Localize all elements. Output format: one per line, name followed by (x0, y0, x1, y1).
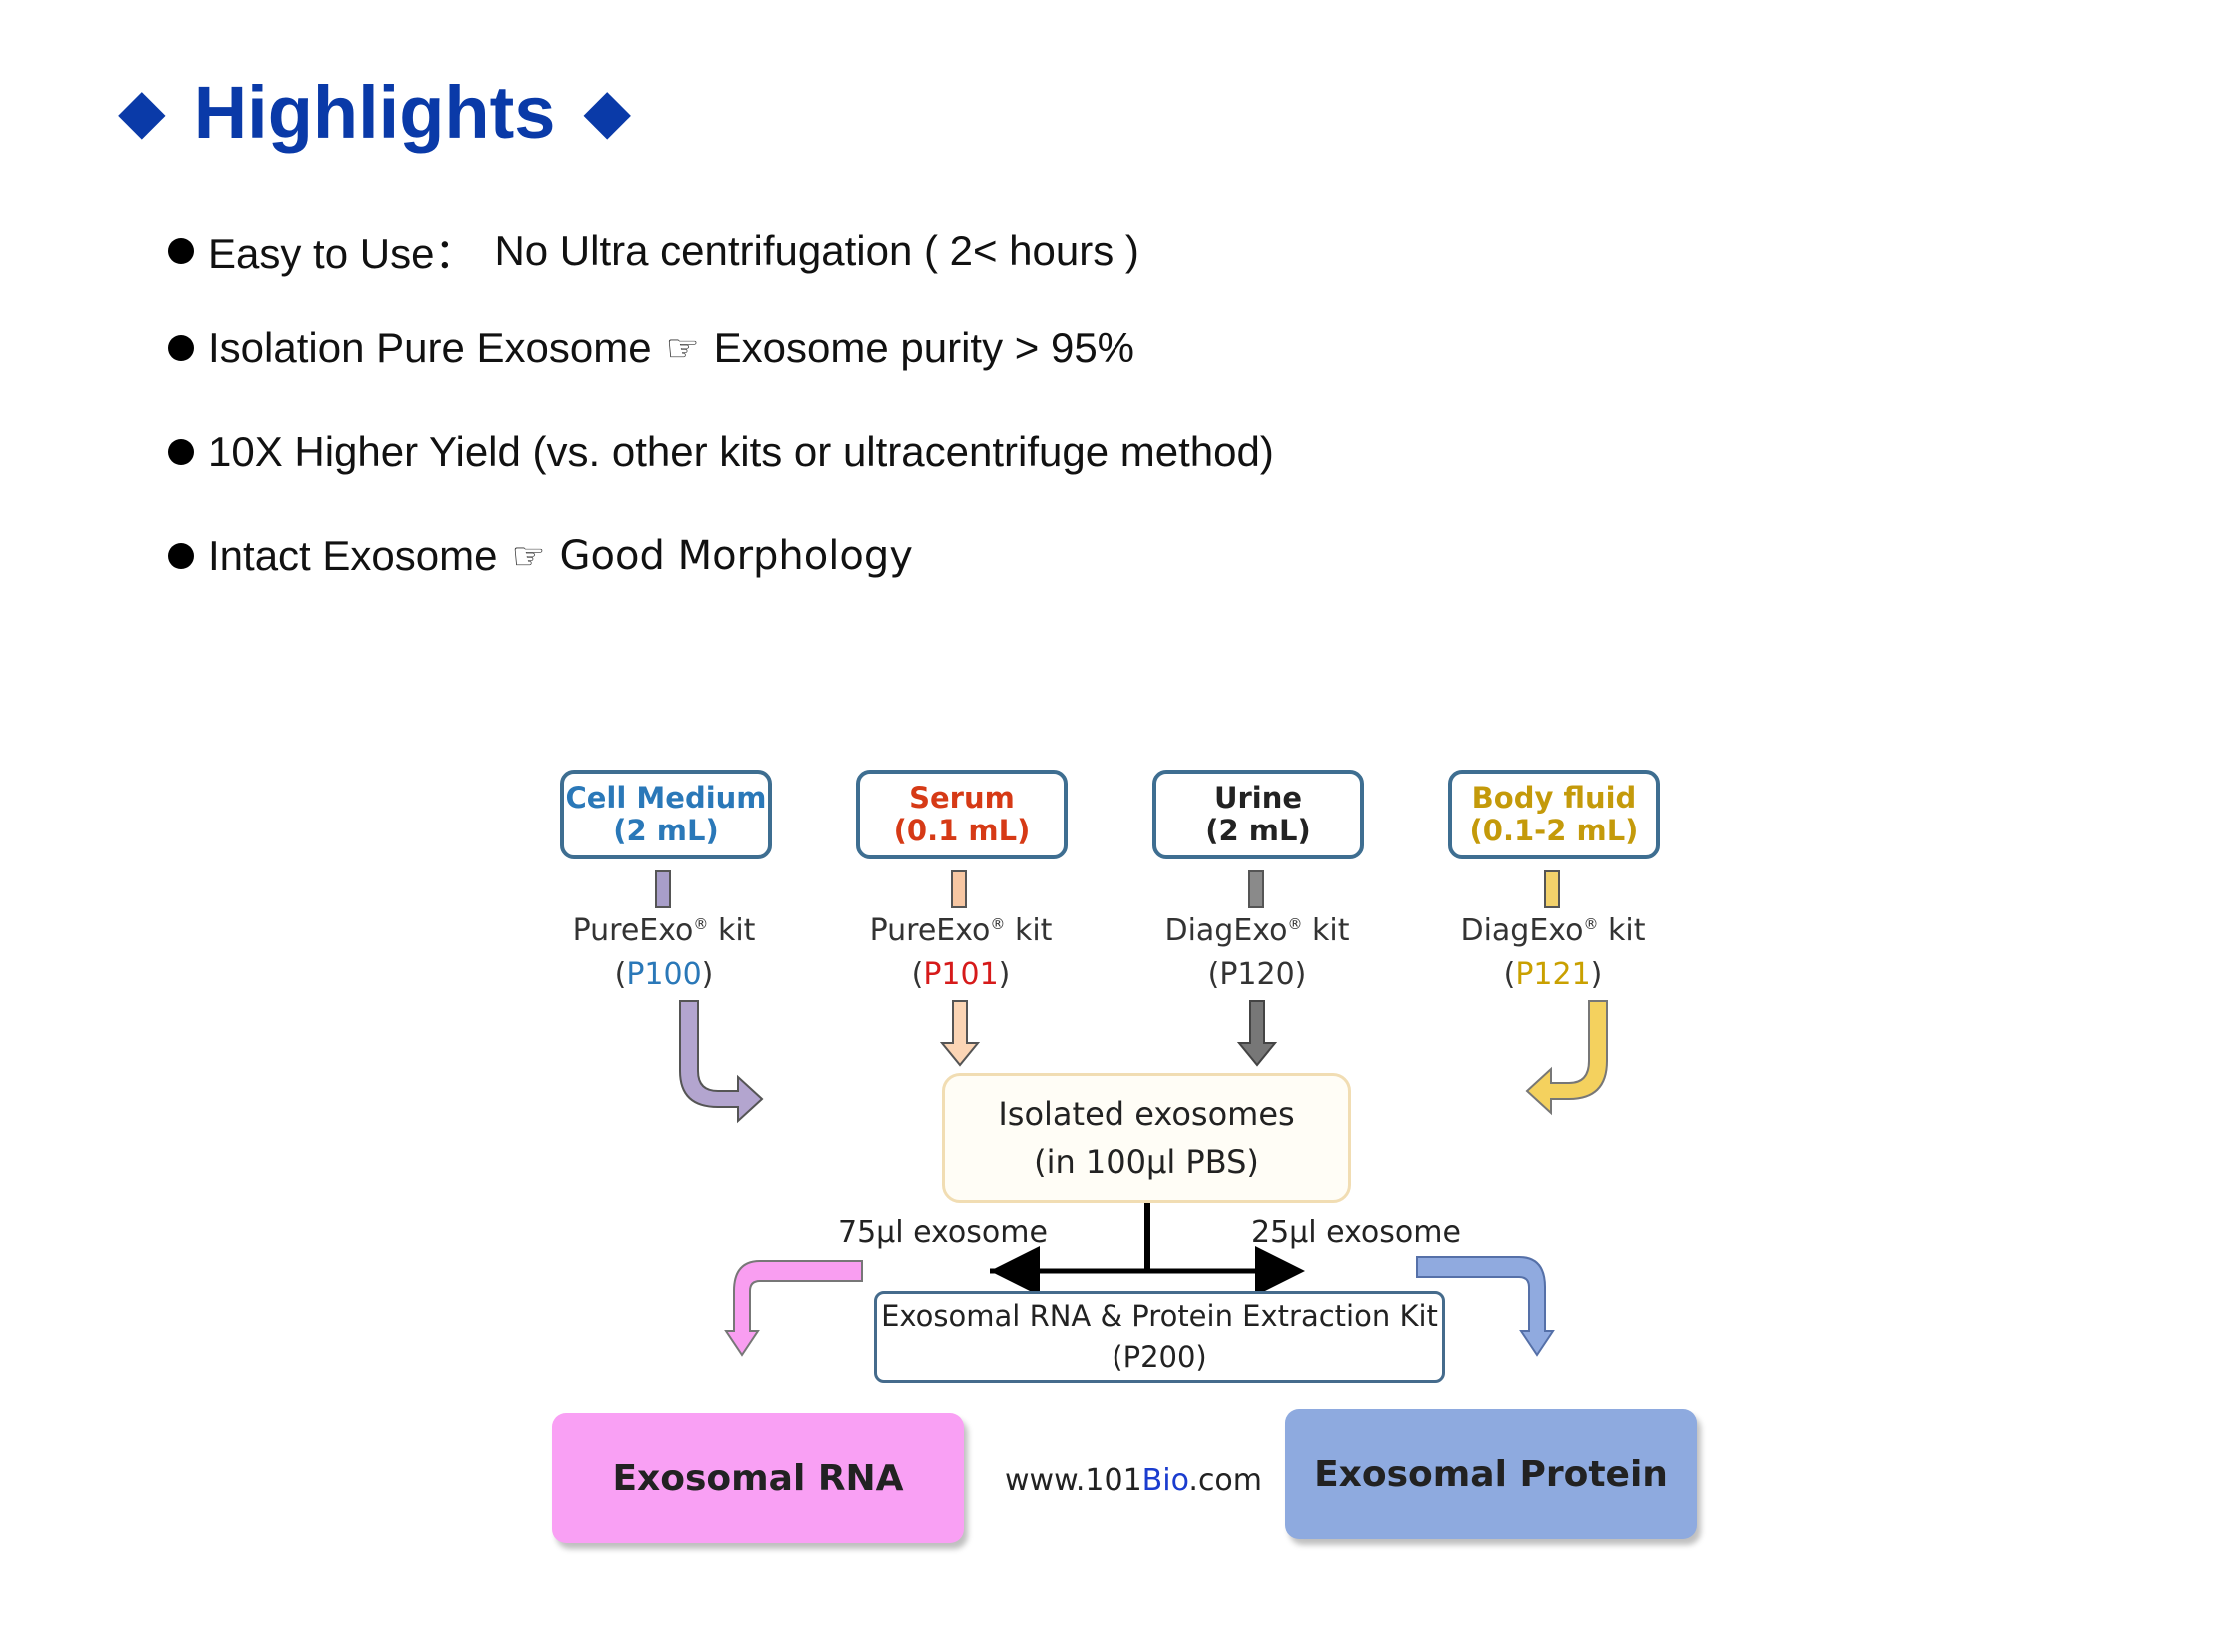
kit-label-p100: PureExo® kit (P100) (544, 909, 784, 996)
highlight-lead: 10X Higher Yield (vs. other kits or ultr… (208, 428, 1274, 475)
kit-suffix: kit (1302, 913, 1350, 948)
output-rna-box: Exosomal RNA (552, 1413, 964, 1543)
paren: ) (1294, 956, 1307, 992)
highlight-item-easy: Easy to Use： No Ultra centrifugation ( 2… (168, 220, 1139, 281)
tube-icon (655, 870, 671, 908)
paren: ) (1590, 956, 1603, 992)
highlight-lead: Easy to Use： (208, 230, 477, 277)
paren: ( (1207, 956, 1220, 992)
kit-suffix: kit (1598, 913, 1646, 948)
highlight-detail: No Ultra centrifugation ( 2< hours ) (494, 226, 1139, 274)
kit-label-p101: PureExo® kit (P101) (841, 909, 1081, 996)
output-protein-label: Exosomal Protein (1314, 1453, 1668, 1495)
source-box-urine: Urine (2 mL) (1152, 770, 1364, 859)
curved-arrow-icon (679, 1000, 764, 1124)
source-box-cell-medium: Cell Medium (2 mL) (560, 770, 772, 859)
diagram-connectors (655, 870, 1608, 1357)
kit-code: P120 (1219, 956, 1295, 992)
workflow-diagram: Cell Medium (2 mL) Serum (0.1 mL) Urine … (552, 752, 1709, 1571)
isolated-line1: Isolated exosomes (998, 1095, 1295, 1133)
bullet-dot-icon (168, 237, 194, 264)
output-protein-box: Exosomal Protein (1285, 1409, 1697, 1539)
kit-suffix: kit (1005, 913, 1053, 948)
highlight-item-yield: 10X Higher Yield (vs. other kits or ultr… (168, 428, 1274, 476)
kit-label-p120: DiagExo® kit (P120) (1137, 909, 1377, 996)
page-title: ◆ Highlights ◆ (118, 62, 631, 162)
source-name: Cell Medium (565, 780, 767, 815)
title-text: Highlights (193, 70, 556, 154)
paren: ( (614, 956, 627, 992)
paren: ) (701, 956, 714, 992)
down-arrow-icon (1236, 1000, 1278, 1067)
website-prefix: www.101 (1005, 1463, 1142, 1498)
highlight-lead: Isolation Pure Exosome (208, 324, 652, 371)
kit-name: DiagExo (1164, 913, 1288, 948)
source-box-body-fluid: Body fluid (0.1-2 mL) (1448, 770, 1660, 859)
kit-label-p121: DiagExo® kit (P121) (1433, 909, 1673, 996)
kit-suffix: kit (708, 913, 756, 948)
kit-code: P100 (626, 956, 702, 992)
pointing-hand-icon: ☞ (665, 327, 700, 370)
diamond-right-icon: ◆ (583, 77, 632, 146)
highlight-detail: Exosome purity > 95% (713, 324, 1135, 371)
bent-arrow-icon (724, 1260, 863, 1357)
kit-name: PureExo (572, 913, 694, 948)
extraction-line2: (P200) (1112, 1340, 1207, 1374)
paren: ( (911, 956, 924, 992)
website-url: www.101Bio.com (1005, 1463, 1262, 1498)
bent-arrow-icon (1416, 1256, 1555, 1357)
isolated-line2: (in 100μl PBS) (1034, 1143, 1259, 1181)
kit-name: DiagExo (1460, 913, 1584, 948)
source-volume: (0.1 mL) (893, 814, 1031, 847)
registered-mark: ® (1287, 915, 1303, 933)
bullet-dot-icon (168, 543, 194, 569)
tube-icon (1248, 870, 1264, 908)
highlight-item-intact: Intact Exosome ☞ Good Morphology (168, 532, 913, 580)
source-volume: (2 mL) (1205, 814, 1311, 847)
registered-mark: ® (693, 915, 709, 933)
extraction-kit-box: Exosomal RNA & Protein Extraction Kit (P… (874, 1291, 1445, 1383)
bullet-dot-icon (168, 439, 194, 465)
highlight-item-purity: Isolation Pure Exosome ☞ Exosome purity … (168, 324, 1134, 372)
highlight-lead: Intact Exosome (208, 532, 498, 579)
highlight-detail: Good Morphology (559, 533, 913, 579)
kit-code: P101 (923, 956, 999, 992)
bullet-dot-icon (168, 335, 194, 361)
output-rna-label: Exosomal RNA (612, 1457, 904, 1499)
tube-icon (1544, 870, 1560, 908)
registered-mark: ® (990, 915, 1006, 933)
source-name: Body fluid (1471, 780, 1637, 815)
source-volume: (0.1-2 mL) (1469, 814, 1639, 847)
pointing-hand-icon: ☞ (511, 535, 546, 578)
paren: ( (1503, 956, 1516, 992)
kit-name: PureExo (869, 913, 991, 948)
source-volume: (2 mL) (613, 814, 719, 847)
down-arrow-icon (939, 1000, 981, 1067)
source-name: Serum (909, 780, 1015, 815)
website-brand: Bio (1141, 1463, 1189, 1498)
split-left-label: 75μl exosome (838, 1215, 1048, 1250)
tube-icon (951, 870, 967, 908)
paren: ) (998, 956, 1011, 992)
registered-mark: ® (1583, 915, 1599, 933)
curved-arrow-icon (1525, 1000, 1608, 1116)
source-box-serum: Serum (0.1 mL) (856, 770, 1068, 859)
isolated-exosomes-box: Isolated exosomes (in 100μl PBS) (942, 1073, 1351, 1203)
source-name: Urine (1213, 780, 1303, 815)
kit-code: P121 (1515, 956, 1591, 992)
diamond-left-icon: ◆ (118, 77, 166, 146)
extraction-line1: Exosomal RNA & Protein Extraction Kit (881, 1299, 1438, 1334)
split-right-label: 25μl exosome (1251, 1215, 1461, 1250)
website-suffix: .com (1188, 1463, 1263, 1498)
